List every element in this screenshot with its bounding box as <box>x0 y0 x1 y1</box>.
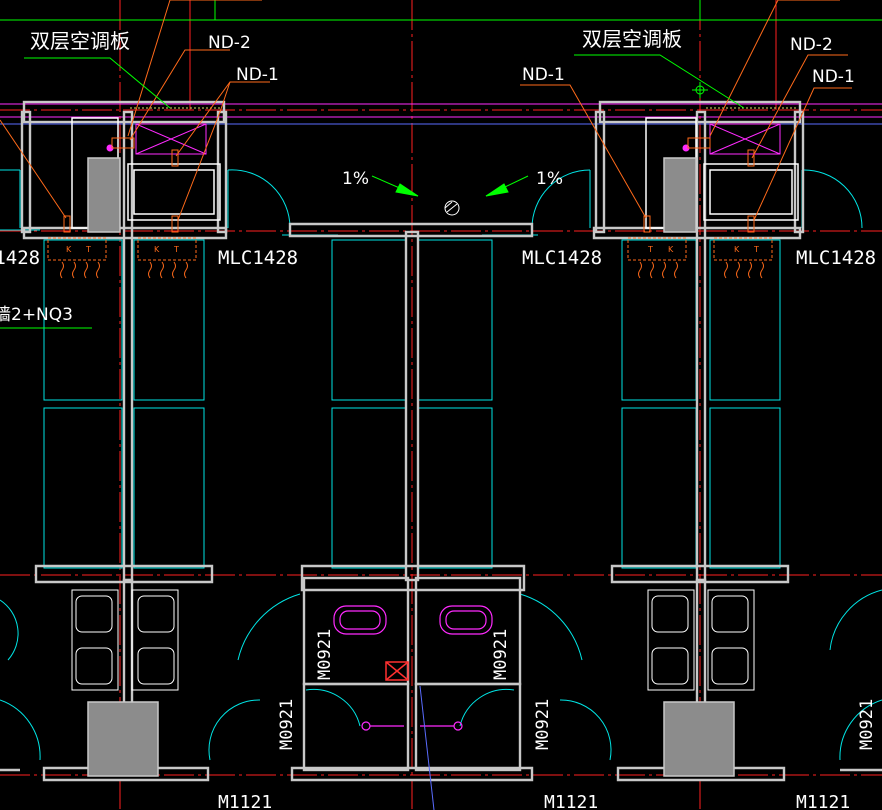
label-slope-left: 1% <box>342 169 369 189</box>
label-t-1: T <box>85 245 91 254</box>
gray-blocks <box>87 157 735 777</box>
label-k-1: K <box>66 245 72 254</box>
label-window-left: MLC1428 <box>218 247 298 269</box>
label-wall-note: 墙2+NQ3 <box>0 305 73 325</box>
label-k-3: K <box>668 245 674 254</box>
bathtubs <box>333 605 493 731</box>
label-nd2-left: ND-2 <box>208 33 251 53</box>
label-window-center: MLC1428 <box>522 247 602 269</box>
ac-units <box>106 123 781 155</box>
green-leaders <box>0 54 745 329</box>
walls <box>0 100 882 782</box>
floor-drain <box>444 200 460 216</box>
label-ac-board-right: 双层空调板 <box>582 27 682 51</box>
label-door-m0921-d: M0921 <box>533 699 553 750</box>
text-labels: 双层空调板 双层空调板 ND-2 ND-1 ND-1 ND-2 ND-1 1% … <box>0 27 877 810</box>
label-door-m0921-c: M0921 <box>277 699 297 750</box>
label-t-2: T <box>173 245 179 254</box>
label-nd2-right: ND-2 <box>790 35 833 55</box>
basins <box>71 589 755 691</box>
label-k-4: K <box>734 245 740 254</box>
label-nd1-left: ND-1 <box>236 65 279 85</box>
label-slope-right: 1% <box>536 169 563 189</box>
label-window-right: MLC1428 <box>796 247 876 269</box>
label-door-m1121-b: M1121 <box>544 792 598 810</box>
top-band-lines <box>0 0 882 125</box>
shaft-box <box>385 661 435 810</box>
label-k-2: K <box>154 245 160 254</box>
label-door-m1121-a: M1121 <box>218 792 272 810</box>
label-nd1-right-a: ND-1 <box>522 65 565 85</box>
label-nd1-right-b: ND-1 <box>812 67 855 87</box>
label-t-3: T <box>647 245 653 254</box>
label-window-left-cut: MLC1428 <box>0 247 40 269</box>
drain-pipes <box>0 0 852 279</box>
label-door-m0921-e: M0921 <box>857 699 877 750</box>
label-door-m0921-b: M0921 <box>491 629 511 680</box>
label-door-m1121-c: M1121 <box>796 792 850 810</box>
label-ac-board-left: 双层空调板 <box>30 29 130 53</box>
label-t-4: T <box>753 245 759 254</box>
label-door-m0921-a: M0921 <box>315 629 335 680</box>
snap-marker <box>692 82 708 98</box>
